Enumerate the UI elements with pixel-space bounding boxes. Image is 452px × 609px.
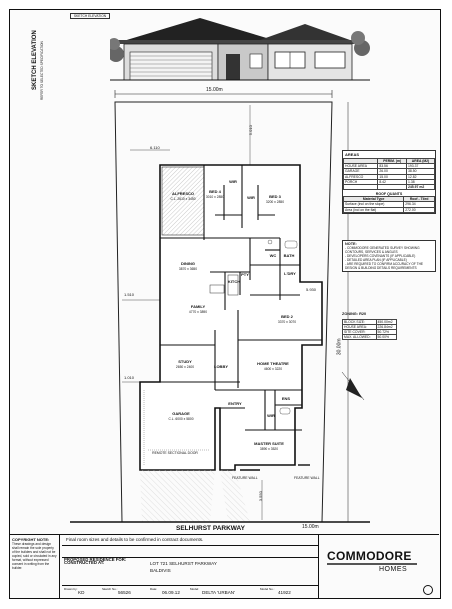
room-lobby: LOBBY xyxy=(214,364,228,369)
title-block: COPYRIGHT NOTE: These drawings and desig… xyxy=(10,534,439,599)
sketch-label: Sketch No.: xyxy=(102,587,118,591)
model-value: DELTA 'URBAN' xyxy=(202,590,235,595)
elevation-header-text: SKETCH ELEVATION xyxy=(73,14,107,18)
model-no-label: Model No.: xyxy=(260,587,275,591)
sketch-value: 56526 xyxy=(118,590,131,595)
house-elevation xyxy=(110,18,370,81)
table-row: 245.97 m2 xyxy=(342,183,435,191)
drawn-value: KD xyxy=(78,590,85,595)
drawn-label: Drawn by: xyxy=(64,587,78,591)
copyright-cell: COPYRIGHT NOTE: These drawings and desig… xyxy=(10,535,60,599)
address-line-2: BALDIVIS xyxy=(150,568,171,573)
annotation-sectional-door: REMOTE SECTIONAL DOOR xyxy=(152,451,198,455)
brand-seal-icon xyxy=(423,585,433,595)
model-no-value: 41922 xyxy=(278,590,291,595)
dim-side-1: 1.510 xyxy=(124,292,135,297)
room-wir-master: WIR xyxy=(267,413,275,418)
room-wir-bed3: WIR xyxy=(247,195,255,200)
copyright-text: These drawings and design shall remain t… xyxy=(12,542,57,570)
room-bath: BATH xyxy=(283,253,295,258)
brand-swoosh xyxy=(327,563,417,565)
table-row: MAX. ALLOWED:50.00% xyxy=(342,334,397,340)
note-line: CONTOURS, SERVICES & ANGLES xyxy=(345,250,398,254)
notes-panel: NOTE: - COMMODORE GENERATED SURVEY SHOWI… xyxy=(342,240,436,272)
room-kitchen: KITCH xyxy=(227,279,241,284)
dim-right-gap: 5.930 xyxy=(306,287,317,292)
dim-rear-setback: 3.550 xyxy=(257,491,263,502)
dim-front-setback: 5.010 xyxy=(247,125,253,136)
room-pantry: PTY xyxy=(241,272,249,277)
street-name: SELHURST PARKWAY xyxy=(176,525,245,532)
room-laundry: L'DRY xyxy=(284,271,296,276)
brand-name: COMMODORE xyxy=(327,549,412,563)
date-value: 06.09.12 xyxy=(162,590,180,595)
copyright-title: COPYRIGHT NOTE: xyxy=(12,537,50,542)
dim-left-gap: 6.110 xyxy=(150,145,160,150)
dim-side-2: 1.010 xyxy=(124,375,135,380)
annotation-feature-wall-1: FEATURE WALL xyxy=(232,476,258,480)
brand-cell: COMMODORE HOMES xyxy=(318,535,439,599)
model-label: Model: xyxy=(190,587,200,591)
annotation-feature-wall-2: FEATURE WALL xyxy=(294,476,320,480)
note-line: DESIGN & BUILDING DETAILS REQUIREMENTS xyxy=(345,266,417,270)
zoning-table: BLOCK SIZE:450.00m2 HOUSE AREA:226.84m2 … xyxy=(342,319,397,340)
room-wc: WC xyxy=(269,253,277,258)
disclaimer: Final room sizes and details to be confi… xyxy=(66,537,204,542)
roof-title: ROOF QUANTS xyxy=(375,192,403,197)
date-label: Date: xyxy=(150,587,158,591)
notes-title: NOTE: xyxy=(345,242,357,246)
brand-sub: HOMES xyxy=(379,566,408,573)
note-line: - ARE REQUIRED TO CONFIRM ACCURACY OF TH… xyxy=(345,262,424,266)
room-wir-bed4: WIR xyxy=(229,179,237,184)
address-line-1: LOT 721 SELHURST PARKWAY xyxy=(150,561,217,566)
drawing-sheet: SKETCH ELEVATION SKETCH ELEVATION REFER … xyxy=(9,9,441,599)
proposed-label: PROPOSED RESIDENCE FOR: xyxy=(64,557,127,562)
note-line: - DETAILED AREA PLAN (IF APPLICABLE) xyxy=(345,258,407,262)
constructed-row: CONSTRUCTED AT: LOT 721 SELHURST PARKWAY… xyxy=(62,557,318,585)
constructed-label: CONSTRUCTED AT: xyxy=(64,560,105,565)
site-plan xyxy=(70,90,370,523)
info-row: Drawn by: KD Sketch No.: 56526 Date: 06.… xyxy=(62,585,318,598)
zoning-panel: BLOCK SIZE:450.00m2 HOUSE AREA:226.84m2 … xyxy=(342,319,397,340)
table-row: Area (incl on the flat)272.00 xyxy=(342,206,435,213)
zoning-title: ZONING: R20 xyxy=(342,312,367,316)
dim-depth: 30.00m xyxy=(336,338,343,356)
note-line: - COMMODORE GENERATED SURVEY SHOWING xyxy=(345,246,420,250)
room-ensuite: ENS xyxy=(281,396,291,401)
dim-top-width: 15.00m xyxy=(206,87,223,93)
elevation-header-box: SKETCH ELEVATION xyxy=(70,13,110,19)
proposed-row: PROPOSED RESIDENCE FOR: xyxy=(62,545,318,568)
dim-bottom-width: 15.00m xyxy=(302,524,319,530)
areas-title: AREAS xyxy=(345,152,360,157)
note-line: - DEVELOPERS COVENANTS (IF APPLICABLE) xyxy=(345,254,416,258)
room-entry: ENTRY xyxy=(228,401,242,406)
